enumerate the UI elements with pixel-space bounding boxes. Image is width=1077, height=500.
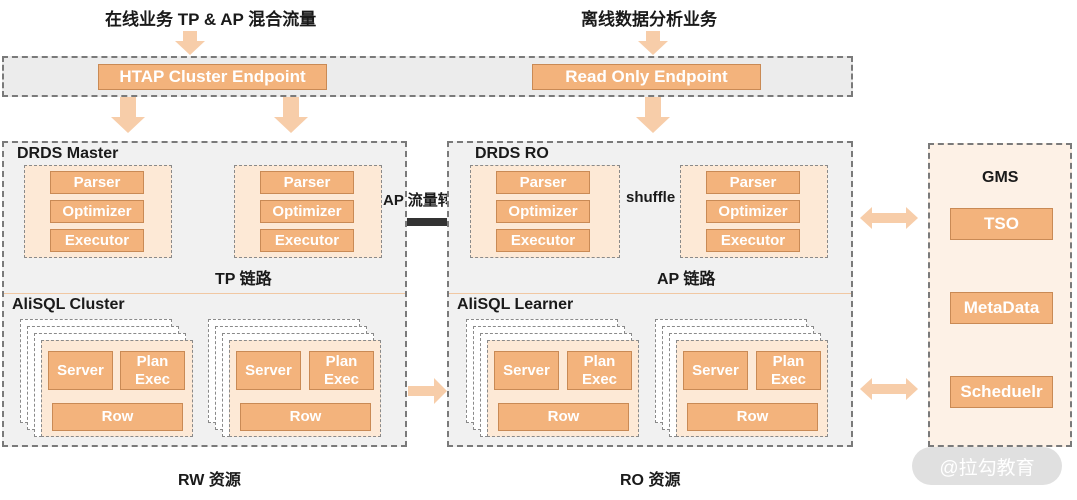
ap-link-label: AP 链路 <box>657 271 716 288</box>
gms-title: GMS <box>982 169 1019 186</box>
gms-scheduler: Scheduelr <box>950 376 1053 408</box>
exec-text: Exec <box>323 370 360 388</box>
ro-node1-optimizer: Optimizer <box>496 200 590 223</box>
ro-node2-optimizer: Optimizer <box>706 200 800 223</box>
alisql-cluster-title: AliSQL Cluster <box>12 296 125 313</box>
drds-master-title: DRDS Master <box>17 145 119 162</box>
ro-storage2-plan-exec: Plan Exec <box>756 351 821 390</box>
exec-text: Exec <box>770 370 807 388</box>
arrow-down-readonly <box>636 90 670 133</box>
ro-storage1-row: Row <box>498 403 629 431</box>
exec-text: Exec <box>581 370 618 388</box>
exec-text: Exec <box>134 370 171 388</box>
ap-forward-label: AP 流量转发 <box>383 192 468 209</box>
shuffle-label: shuffle <box>626 189 676 206</box>
arrow-double-gms-bottom <box>860 378 918 400</box>
ro-node1-executor: Executor <box>496 229 590 252</box>
read-only-endpoint[interactable]: Read Only Endpoint <box>532 64 761 90</box>
rw-node2-optimizer: Optimizer <box>260 200 354 223</box>
arrow-right-replication <box>408 378 447 404</box>
rw-storage2-server: Server <box>236 351 301 390</box>
ro-storage2-server: Server <box>683 351 748 390</box>
gms-metadata: MetaData <box>950 292 1053 324</box>
arrow-down-htap-left <box>111 90 145 133</box>
rw-storage1-plan-exec: Plan Exec <box>120 351 185 390</box>
rw-storage1-row: Row <box>52 403 183 431</box>
alisql-learner-title: AliSQL Learner <box>457 296 574 313</box>
ro-storage2-row: Row <box>687 403 818 431</box>
watermark-badge: @拉勾教育 <box>912 447 1062 485</box>
gms-tso: TSO <box>950 208 1053 240</box>
rw-node1-optimizer: Optimizer <box>50 200 144 223</box>
ro-storage1-plan-exec: Plan Exec <box>567 351 632 390</box>
arrow-down-top-right <box>638 31 668 55</box>
rw-node1-executor: Executor <box>50 229 144 252</box>
caption-online-traffic: 在线业务 TP & AP 混合流量 <box>105 10 317 29</box>
rw-node2-parser: Parser <box>260 171 354 194</box>
ro-node1-parser: Parser <box>496 171 590 194</box>
ro-storage1-server: Server <box>494 351 559 390</box>
htap-cluster-endpoint[interactable]: HTAP Cluster Endpoint <box>98 64 327 90</box>
arrow-down-htap-right <box>274 90 308 133</box>
arrow-down-top-left <box>175 31 205 55</box>
rw-resource-label: RW 资源 <box>178 472 241 489</box>
arrow-right-ap-forward <box>382 211 470 233</box>
arrow-double-gms-top <box>860 207 918 229</box>
ro-separator <box>449 293 851 294</box>
rw-separator <box>4 293 405 294</box>
drds-ro-title: DRDS RO <box>475 145 549 162</box>
rw-storage1-server: Server <box>48 351 113 390</box>
plan-text: Plan <box>325 352 358 370</box>
plan-text: Plan <box>583 352 616 370</box>
tp-link-label: TP 链路 <box>215 271 272 288</box>
plan-text: Plan <box>772 352 805 370</box>
rw-node2-executor: Executor <box>260 229 354 252</box>
ro-node2-parser: Parser <box>706 171 800 194</box>
rw-storage2-row: Row <box>240 403 371 431</box>
plan-text: Plan <box>136 352 169 370</box>
ro-node2-executor: Executor <box>706 229 800 252</box>
caption-offline-analysis: 离线数据分析业务 <box>581 10 717 29</box>
rw-storage2-plan-exec: Plan Exec <box>309 351 374 390</box>
ro-resource-label: RO 资源 <box>620 472 681 489</box>
rw-node1-parser: Parser <box>50 171 144 194</box>
